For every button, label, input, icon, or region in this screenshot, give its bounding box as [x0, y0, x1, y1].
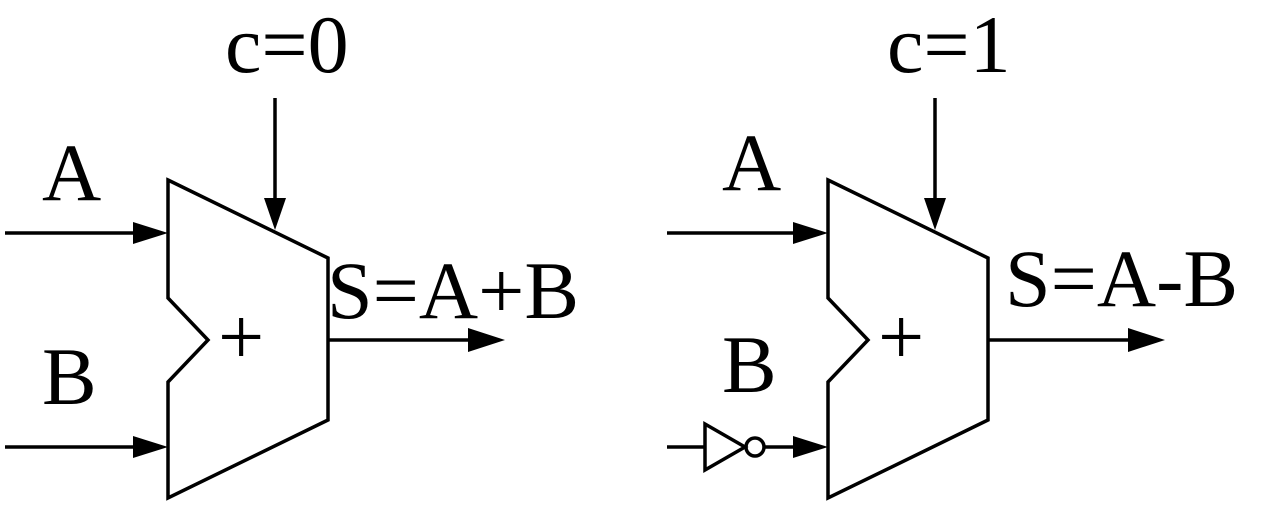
- output-arrowhead: [1128, 328, 1165, 352]
- inverter-bubble: [744, 436, 766, 458]
- input-a-arrowhead: [133, 222, 168, 244]
- output-arrowhead: [468, 328, 505, 352]
- input-b-label: B: [42, 331, 97, 422]
- input-b-arrowhead: [793, 436, 828, 458]
- output-label: S=A-B: [1005, 233, 1238, 324]
- subtractor-unit: c=1 A B + S=A-B: [667, 0, 1238, 501]
- input-a-label: A: [722, 117, 781, 208]
- not-gate-icon: [703, 420, 749, 474]
- control-arrowhead: [264, 198, 286, 230]
- output-label: S=A+B: [327, 245, 579, 336]
- operator-plus: +: [218, 291, 264, 382]
- operator-plus: +: [878, 291, 924, 382]
- control-label: c=1: [887, 0, 1011, 90]
- adder-unit: c=0 A B + S=A+B: [5, 0, 579, 501]
- input-b-label: B: [722, 319, 777, 410]
- control-label: c=0: [225, 0, 349, 90]
- adder-body: [166, 177, 330, 501]
- adder-body: [826, 177, 990, 501]
- input-a-arrowhead: [793, 222, 828, 244]
- control-arrowhead: [924, 198, 946, 230]
- input-b-arrowhead: [133, 436, 168, 458]
- input-a-label: A: [42, 127, 101, 218]
